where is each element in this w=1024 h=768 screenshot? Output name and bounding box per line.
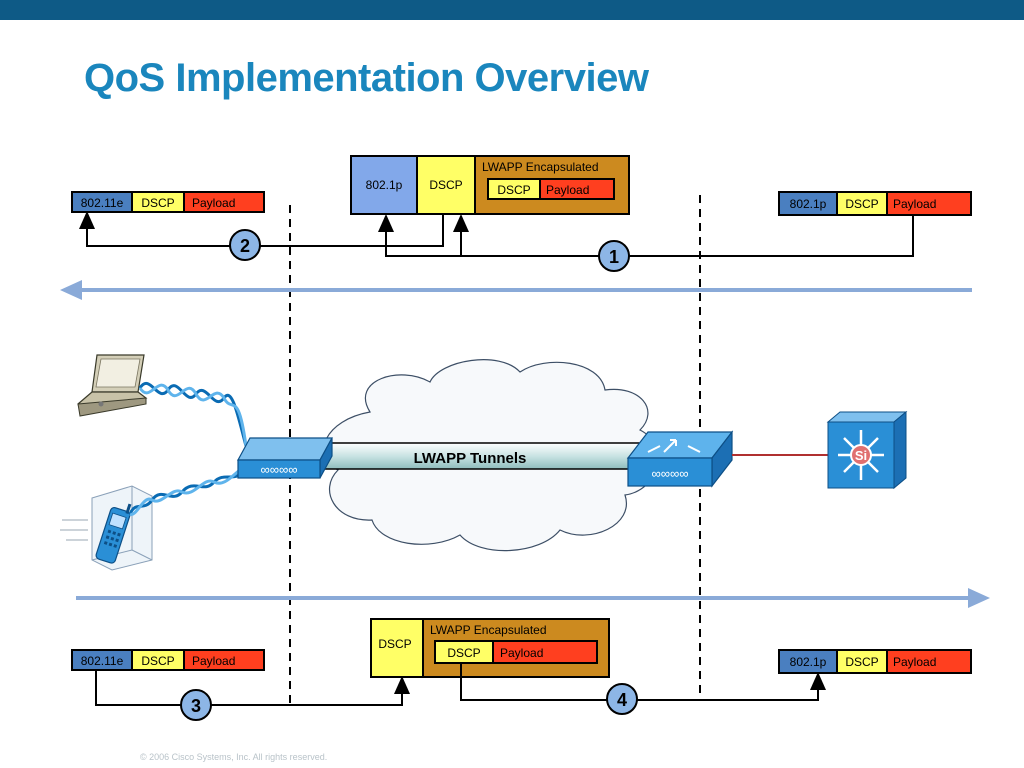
lwapp-encapsulated-label: LWAPP Encapsulated	[482, 160, 599, 174]
svg-text:4: 4	[617, 690, 627, 710]
field-payload: Payload	[500, 646, 543, 660]
field-dscp: DSCP	[447, 646, 480, 660]
lwapp-tunnel: LWAPP Tunnels	[321, 442, 645, 470]
field-dscp: DSCP	[845, 197, 878, 211]
switch-badge: Si	[855, 448, 867, 463]
field-dot1p: 802.1p	[790, 655, 827, 669]
wireless-link-icon	[128, 381, 248, 516]
field-dscp: DSCP	[497, 183, 530, 197]
svg-text:∞∞∞∞: ∞∞∞∞	[651, 466, 688, 481]
controller-icon: ∞∞∞∞	[626, 430, 734, 488]
field-dscp: DSCP	[378, 637, 411, 651]
step-badge-4: 4	[606, 683, 638, 715]
step-badge-3: 3	[180, 689, 212, 721]
field-payload: Payload	[192, 196, 235, 210]
field-dscp: DSCP	[141, 196, 174, 210]
svg-text:3: 3	[191, 696, 201, 716]
field-payload: Payload	[192, 654, 235, 668]
step-4-connector	[460, 664, 826, 701]
field-payload: Payload	[893, 655, 936, 669]
frame-bottom-center: DSCP LWAPP Encapsulated DSCP Payload	[370, 618, 610, 678]
copyright-notice: © 2006 Cisco Systems, Inc. All rights re…	[140, 752, 328, 762]
svg-text:2: 2	[240, 236, 250, 256]
step-badge-1: 1	[598, 240, 630, 272]
field-dscp: DSCP	[429, 178, 462, 192]
field-dscp: DSCP	[141, 654, 174, 668]
frame-top-center: 802.1p DSCP LWAPP Encapsulated DSCP Payl…	[350, 155, 630, 215]
field-dot11e: 802.11e	[81, 196, 124, 210]
step-badge-2: 2	[229, 229, 261, 261]
access-point-icon: ∞∞∞∞	[236, 437, 334, 479]
svg-text:∞∞∞∞: ∞∞∞∞	[260, 462, 297, 477]
field-dot11e: 802.11e	[81, 654, 124, 668]
field-dscp: DSCP	[845, 655, 878, 669]
top-bar	[0, 0, 1024, 20]
frame-top-left: 802.11e DSCP Payload	[71, 191, 265, 213]
phone-icon	[60, 485, 153, 571]
upstream-flow-arrow	[76, 588, 990, 608]
field-payload: Payload	[546, 183, 589, 197]
step-1-connector	[378, 214, 914, 257]
tunnel-label: LWAPP Tunnels	[414, 450, 527, 467]
lwapp-encapsulated-label: LWAPP Encapsulated	[430, 623, 547, 637]
svg-text:1: 1	[609, 247, 619, 267]
field-dot1p: 802.1p	[366, 178, 403, 192]
page-title: QoS Implementation Overview	[84, 56, 649, 100]
laptop-icon	[77, 354, 148, 417]
frame-bottom-left: 802.11e DSCP Payload	[71, 649, 265, 671]
step-2-connector	[79, 211, 444, 247]
frame-top-right: 802.1p DSCP Payload	[778, 191, 972, 216]
downstream-flow-arrow	[60, 280, 972, 300]
layer3-switch-icon: Si	[826, 410, 908, 490]
frame-bottom-right: 802.1p DSCP Payload	[778, 649, 972, 674]
field-payload: Payload	[893, 197, 936, 211]
field-dot1p: 802.1p	[790, 197, 827, 211]
step-3-connector	[95, 671, 410, 706]
